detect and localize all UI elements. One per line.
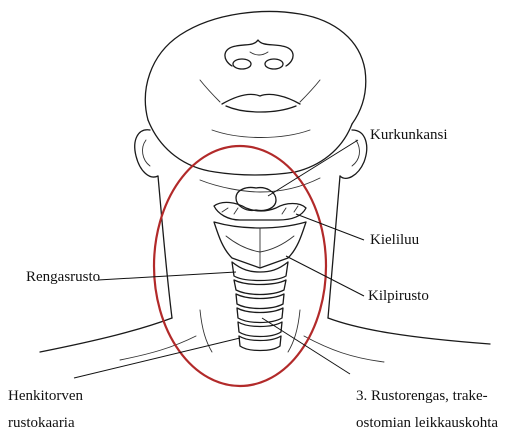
mouth (222, 94, 300, 104)
highlight-ellipse (154, 146, 326, 386)
label-kurkunkansi: Kurkunkansi (370, 128, 448, 143)
leader-kurkunkansi (268, 140, 358, 196)
label-henkitorven-line2: rustokaaria (8, 416, 75, 431)
label-henkitorven-line1: Henkitorven (8, 389, 83, 404)
leader-kieliluu (296, 214, 364, 240)
label-rengasrusto: Rengasrusto (26, 270, 100, 285)
right-shoulder (328, 318, 490, 344)
left-ear (135, 130, 158, 177)
left-shoulder (40, 318, 172, 352)
right-nostril (265, 59, 283, 69)
neck-right (328, 176, 340, 318)
label-kilpirusto: Kilpirusto (368, 289, 429, 304)
leader-henkitorven (74, 338, 240, 378)
hyoid-bone (214, 202, 306, 220)
label-rustorengas-line1: 3. Rustorengas, trake- (356, 389, 488, 404)
right-ear (340, 130, 367, 178)
trachea (234, 280, 286, 351)
head-outline (145, 12, 365, 124)
label-kieliluu: Kieliluu (370, 233, 419, 248)
left-nostril (233, 59, 251, 69)
leader-rustorengas (262, 318, 350, 374)
chin-contour (200, 178, 320, 192)
label-rustorengas-line2: ostomian leikkauskohta (356, 416, 498, 431)
